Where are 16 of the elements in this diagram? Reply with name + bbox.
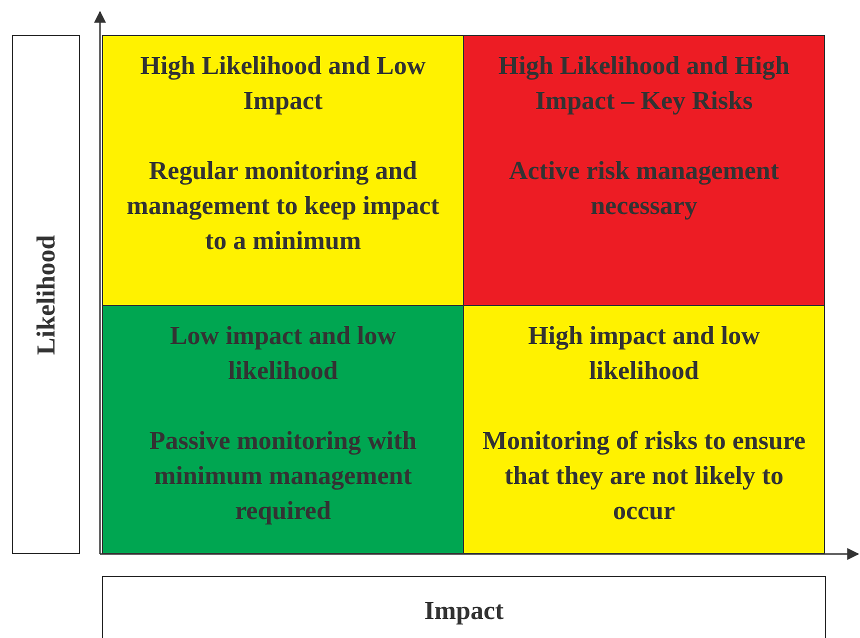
quadrant-heading: High Likelihood and Low Impact bbox=[139, 50, 427, 117]
quadrant-description: Monitoring of risks to ensure that they are not likely to occur bbox=[481, 425, 807, 527]
quadrant-box bbox=[463, 35, 825, 306]
quadrant-description: Active risk management necessary bbox=[508, 155, 780, 222]
quadrant-box bbox=[102, 35, 464, 306]
quadrant-heading: High Likelihood and High Impact – Key Risks bbox=[497, 50, 791, 117]
quadrant-heading: High impact and low likelihood bbox=[527, 320, 761, 387]
quadrant-description: Passive monitoring with minimum management required bbox=[148, 425, 418, 527]
quadrant-box bbox=[102, 305, 464, 554]
quadrant-box bbox=[463, 305, 825, 554]
axis-title: Likelihood bbox=[30, 234, 62, 354]
axis-label-box bbox=[102, 576, 826, 638]
axis-label-box bbox=[12, 35, 80, 554]
quadrant-heading: Low impact and low likelihood bbox=[168, 320, 398, 387]
axis-title: Impact bbox=[423, 595, 505, 627]
quadrant-description: Regular monitoring and management to keep impact to a minimum bbox=[126, 155, 440, 257]
